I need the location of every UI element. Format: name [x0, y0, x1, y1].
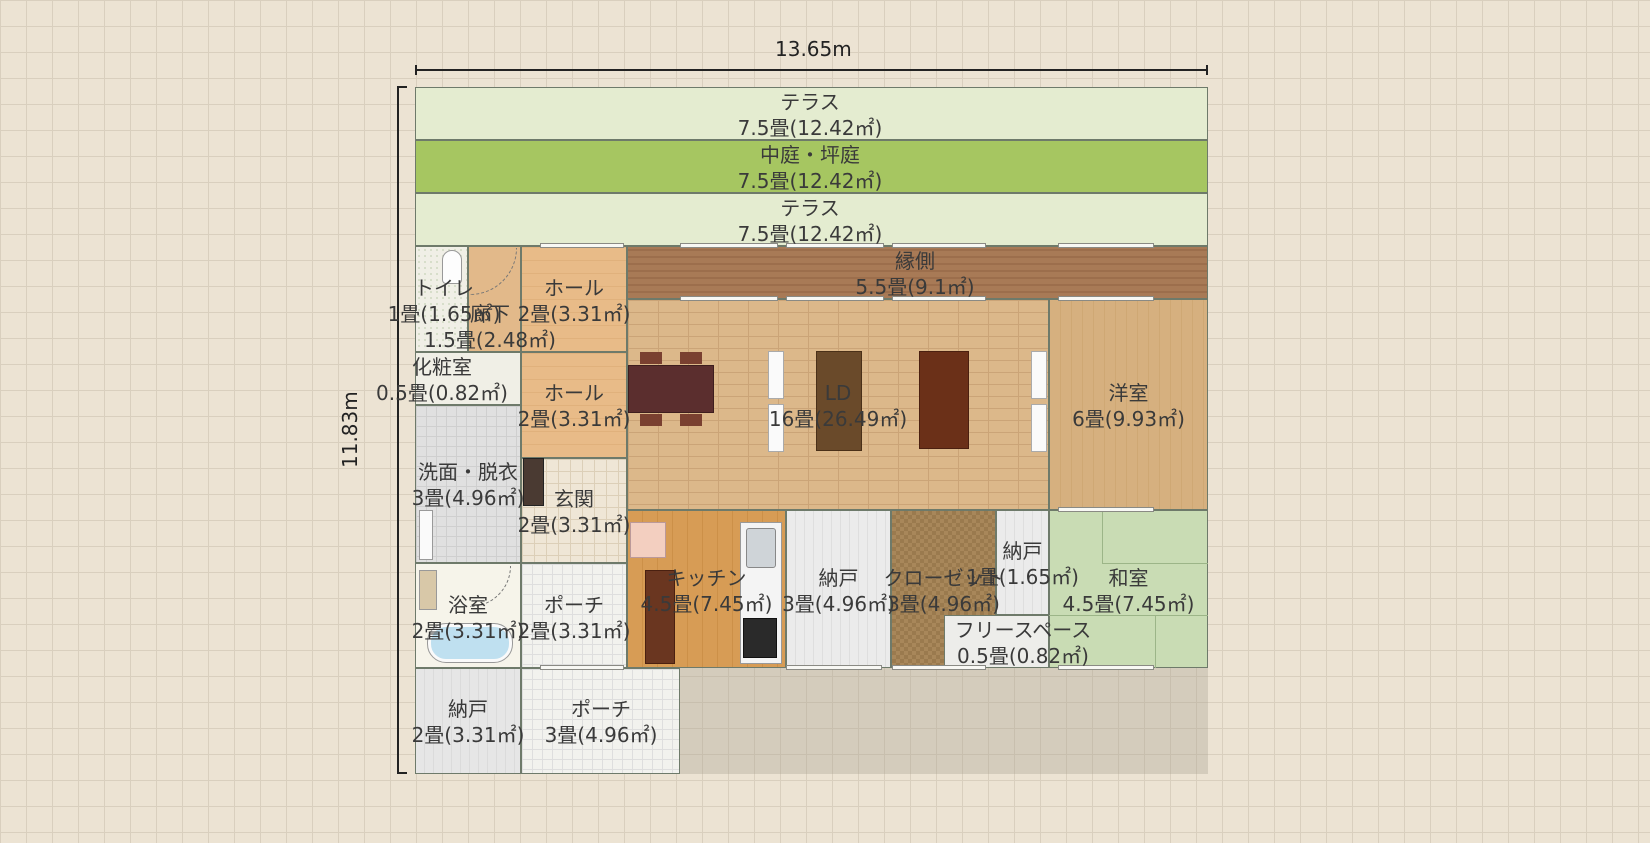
room-engawa[interactable]	[627, 246, 1208, 299]
window	[786, 296, 884, 301]
kitchen-table-icon	[645, 570, 675, 664]
width-dimension-label: 13.65m	[775, 37, 852, 61]
height-dimension-label: 11.83m	[338, 391, 362, 468]
room-storage-3[interactable]	[415, 668, 521, 774]
width-tick-right	[1206, 65, 1208, 75]
tatami-line	[1102, 563, 1208, 564]
cushion-icon	[1031, 351, 1047, 399]
window	[1058, 507, 1154, 512]
stove-icon	[743, 618, 777, 658]
empty-lot-area	[680, 668, 1208, 774]
room-storage-2[interactable]	[996, 510, 1049, 615]
chair-icon	[680, 414, 702, 426]
chair-icon	[680, 352, 702, 364]
room-storage-1[interactable]	[786, 510, 891, 668]
height-dimension-line	[397, 87, 399, 773]
room-powder[interactable]	[415, 352, 521, 405]
room-terrace-mid[interactable]	[415, 193, 1208, 246]
low-table-icon	[816, 351, 862, 451]
room-hall-2[interactable]	[521, 352, 627, 458]
room-terrace-top[interactable]	[415, 87, 1208, 140]
room-hall-1[interactable]	[521, 246, 627, 352]
window	[892, 296, 986, 301]
chair-icon	[640, 352, 662, 364]
height-tick-top	[397, 86, 407, 88]
room-free-space[interactable]	[944, 615, 1049, 668]
window	[786, 665, 882, 670]
room-western[interactable]	[1049, 299, 1208, 510]
window	[892, 243, 986, 248]
toilet-icon	[442, 250, 462, 284]
stool-icon	[630, 522, 666, 558]
cushion-icon	[768, 351, 784, 399]
room-courtyard[interactable]	[415, 140, 1208, 193]
window	[1058, 296, 1154, 301]
width-dimension-line	[416, 69, 1208, 71]
height-tick-bottom	[397, 772, 407, 774]
shoe-cabinet-icon	[523, 458, 544, 506]
window	[540, 665, 624, 670]
bench-icon	[919, 351, 969, 449]
window	[892, 665, 986, 670]
tatami-line	[1155, 615, 1156, 668]
width-tick-left	[415, 65, 417, 75]
window	[1058, 665, 1154, 670]
chair-icon	[640, 414, 662, 426]
room-porch-1[interactable]	[521, 563, 627, 668]
room-washroom[interactable]	[415, 405, 521, 563]
window	[680, 296, 778, 301]
sink-icon	[746, 528, 776, 568]
shower-icon	[419, 570, 437, 610]
cushion-icon	[1031, 404, 1047, 452]
tatami-line	[1049, 615, 1208, 616]
room-porch-2[interactable]	[521, 668, 680, 774]
bathtub-icon	[427, 623, 513, 663]
tatami-line	[1102, 510, 1103, 563]
window	[680, 243, 778, 248]
room-washitsu[interactable]	[1049, 510, 1208, 668]
window	[786, 243, 884, 248]
window	[1058, 243, 1154, 248]
washer-icon	[419, 510, 433, 560]
cushion-icon	[768, 404, 784, 452]
dining-table-icon	[628, 365, 714, 413]
window	[540, 243, 624, 248]
